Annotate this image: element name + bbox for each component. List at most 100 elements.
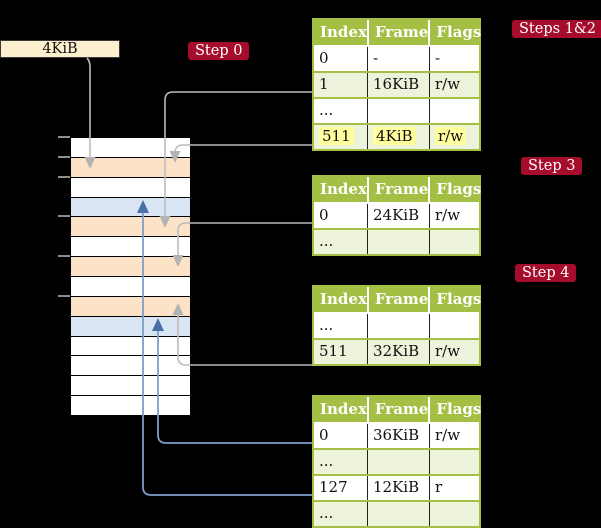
column-header: Flags <box>428 20 481 45</box>
cell-text: 0 <box>319 206 329 224</box>
table-cell: ... <box>314 450 367 474</box>
table-row: 0 24KiB r/w <box>314 204 479 228</box>
table-row: 127 12KiB r <box>314 474 479 500</box>
column-header: Index <box>320 290 367 308</box>
table-cell: ... <box>314 502 367 526</box>
frame-size-label: 4KiB <box>0 40 120 58</box>
column-header: Frame <box>366 20 428 45</box>
table-cell: - <box>367 47 429 71</box>
memory-row-3 <box>71 196 190 217</box>
table-row: 0 -- <box>314 47 479 71</box>
cell-text: ... <box>319 504 334 522</box>
table-cell: r/w <box>429 204 479 228</box>
table-cell <box>429 99 479 123</box>
cell-text: ... <box>319 316 334 334</box>
cell-text: 24KiB <box>373 206 420 224</box>
table-row: ... <box>314 500 479 526</box>
table-cell <box>367 450 429 474</box>
cell-text: 0 <box>319 426 329 444</box>
cell-text: 16KiB <box>373 75 420 93</box>
column-header: Frame <box>366 397 428 422</box>
memory-row-13 <box>71 395 190 416</box>
arrow-entry0-to-frame24 <box>177 222 312 255</box>
table-row: ... <box>314 97 479 123</box>
table-cell <box>367 99 429 123</box>
memory-row-9 <box>71 315 190 336</box>
table-cell: ... <box>314 314 367 338</box>
table-cell <box>429 314 479 338</box>
cell-text: - <box>435 49 441 67</box>
table-cell: 32KiB <box>367 340 429 364</box>
column-header: Index <box>320 23 367 41</box>
table-cell: 0 <box>314 47 367 71</box>
table-row: ... <box>314 448 479 474</box>
table-cell: 36KiB <box>367 424 429 448</box>
table-cell <box>367 230 429 254</box>
badge-step-4: Step 4 <box>515 264 577 282</box>
badge-step-0: Step 0 <box>188 42 250 60</box>
table-cell: 0 <box>314 424 367 448</box>
cell-text: 32KiB <box>373 342 420 360</box>
table-cell <box>429 450 479 474</box>
table-cell <box>367 314 429 338</box>
memory-row-4 <box>71 216 190 237</box>
badge-step-3: Step 3 <box>521 157 583 175</box>
table-cell: 511 <box>314 125 367 149</box>
table-cell: r/w <box>429 73 479 97</box>
table-cell: ... <box>314 230 367 254</box>
cell-text: 0 <box>319 49 329 67</box>
cell-text: ... <box>319 101 334 119</box>
memory-row-8 <box>71 295 190 316</box>
table-cell: r/w <box>429 125 479 149</box>
arrow-entry511-to-frame4 <box>174 144 312 154</box>
cell-text: 4KiB <box>373 127 416 145</box>
table-cell: 16KiB <box>367 73 429 97</box>
memory-row-1 <box>71 156 190 177</box>
cell-text: ... <box>319 452 334 470</box>
memory-row-12 <box>71 375 190 396</box>
table-cell: 4KiB <box>367 125 429 149</box>
column-header: Flags <box>428 287 481 312</box>
memory-row-6 <box>71 256 190 277</box>
memory-row-0 <box>71 138 190 157</box>
table-row: 511 4KiB r/w <box>314 123 479 149</box>
table-cell: r/w <box>429 424 479 448</box>
table-cell: 511 <box>314 340 367 364</box>
table-cell <box>429 230 479 254</box>
cell-text: 12KiB <box>373 478 420 496</box>
physical-memory-column <box>70 137 191 416</box>
cell-text: ... <box>319 232 334 250</box>
table-cell: r <box>429 476 479 500</box>
badge-steps-1-2: Steps 1&2 <box>512 20 601 38</box>
frame-size-text: 4KiB <box>42 41 78 57</box>
table-cell: 0 <box>314 204 367 228</box>
column-header: Frame <box>366 177 428 202</box>
cell-text: r <box>435 478 443 496</box>
table-cell <box>429 502 479 526</box>
table-cell: r/w <box>429 340 479 364</box>
table-row: ... <box>314 228 479 254</box>
memory-row-5 <box>71 236 190 257</box>
table-cell: 24KiB <box>367 204 429 228</box>
table-cell <box>367 502 429 526</box>
column-header: Index <box>320 180 367 198</box>
table-row: 0 36KiB r/w <box>314 424 479 448</box>
memory-row-11 <box>71 355 190 376</box>
column-header: Frame <box>366 287 428 312</box>
cell-text: 511 <box>319 342 348 360</box>
table-row: 511 32KiB r/w <box>314 338 479 364</box>
table-cell: 12KiB <box>367 476 429 500</box>
cell-text: r/w <box>435 426 461 444</box>
table-cell: - <box>429 47 479 71</box>
cell-text: 127 <box>319 478 348 496</box>
column-header: Flags <box>428 397 481 422</box>
cell-text: r/w <box>435 342 461 360</box>
